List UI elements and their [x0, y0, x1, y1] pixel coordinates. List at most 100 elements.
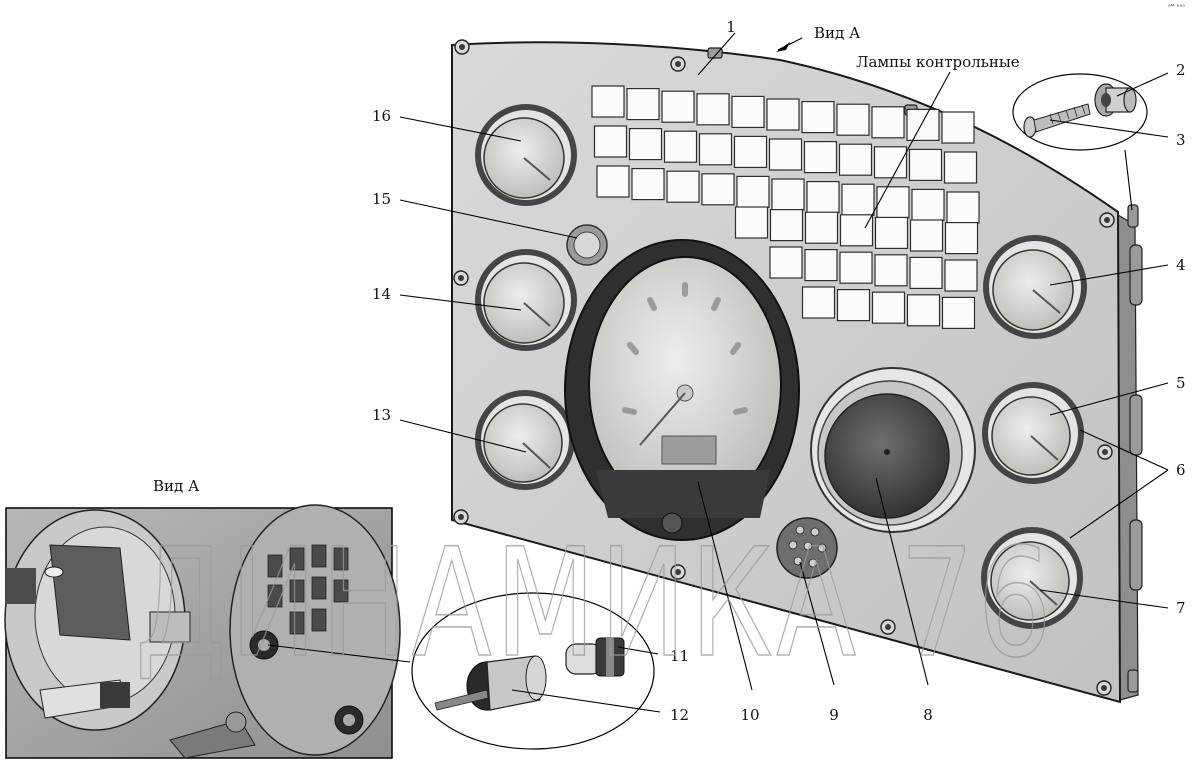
warning-lamp — [908, 148, 943, 181]
watermark: ДИНАМИКА 76 — [135, 517, 1055, 691]
speedometer-10 — [564, 239, 800, 541]
warning-lamp — [911, 188, 945, 221]
tachometer-8 — [810, 367, 976, 533]
warning-lamp — [626, 87, 660, 121]
warning-lamp — [909, 219, 944, 252]
corner-mark: ᵃᴹ ᵃᵃᵃ — [1168, 3, 1185, 11]
warning-lamp — [661, 90, 695, 123]
screw-3 — [1023, 103, 1091, 138]
gauge-13 — [475, 390, 575, 490]
callout-11: 11 — [670, 647, 689, 665]
warning-lamp — [701, 173, 735, 206]
callout-16: 16 — [372, 107, 391, 125]
warning-lamp — [906, 294, 941, 327]
warning-lamp — [804, 211, 839, 244]
callout-1: 1 — [726, 18, 736, 36]
warning-lamp — [698, 133, 733, 166]
warning-lamp — [769, 246, 803, 279]
callout-5: 5 — [1176, 374, 1186, 392]
warning-lamp — [909, 256, 943, 289]
warning-lamp — [874, 216, 909, 249]
warning-lamp — [731, 95, 765, 129]
gauge-7 — [981, 527, 1083, 629]
panel-screw — [453, 509, 469, 525]
panel-screw — [670, 564, 686, 580]
warning-lamp — [801, 100, 835, 134]
callout-labels: 1 2 3 4 5 6 7 8 9 10 11 12 13 14 15 16 В… — [153, 3, 1186, 724]
warning-lamp — [663, 130, 698, 163]
warning-lamp — [734, 206, 769, 239]
gauge-5 — [982, 382, 1084, 484]
callout-4: 4 — [1176, 256, 1186, 274]
panel-screw — [453, 270, 469, 286]
warning-lamp — [803, 141, 838, 174]
warning-lamp — [941, 296, 976, 329]
callout-10: 10 — [740, 706, 759, 724]
warning-lamp — [806, 181, 840, 214]
leader-lines — [267, 32, 1169, 713]
warning-lamp — [801, 286, 836, 319]
callout-7: 7 — [1176, 599, 1186, 617]
warning-lamp — [596, 165, 630, 198]
bushing-2 — [1094, 83, 1137, 117]
warning-lamp — [839, 214, 874, 247]
view-a-label: Вид А — [814, 24, 861, 42]
panel-screw — [880, 619, 896, 635]
warning-lamp — [836, 103, 870, 136]
warning-lamp — [593, 125, 628, 158]
warning-lamp — [733, 135, 768, 168]
warning-lamp — [839, 251, 873, 284]
warning-lamp — [944, 259, 978, 292]
inset-view-a-label: Вид А — [153, 477, 200, 495]
warning-lamp — [871, 106, 905, 139]
panel-screw — [454, 39, 470, 55]
warning-lamp — [736, 175, 770, 208]
warning-lamp — [941, 111, 975, 144]
warning-lamp — [836, 289, 871, 322]
warning-lamp — [944, 222, 979, 255]
panel-screw — [670, 56, 686, 72]
callout-9: 9 — [829, 706, 839, 724]
callout-6: 6 — [1176, 461, 1186, 479]
warning-lamp — [804, 249, 838, 282]
warning-lamp — [838, 143, 873, 176]
warning-lamp — [871, 291, 906, 324]
lamp-11 — [565, 637, 625, 677]
warning-lamp — [766, 98, 800, 131]
callout-2: 2 — [1176, 61, 1186, 79]
warning-lamp — [769, 209, 804, 242]
callout-13: 13 — [372, 406, 391, 424]
warning-lamp — [943, 151, 978, 184]
gauge-16 — [475, 104, 577, 206]
warning-lamp — [874, 254, 908, 287]
panel-screw — [1099, 212, 1115, 228]
warning-lamp — [876, 186, 910, 219]
detail-lamp-socket — [411, 592, 655, 750]
buzzer-9 — [776, 517, 838, 579]
warning-lamp — [628, 128, 663, 161]
callout-3: 3 — [1176, 131, 1186, 149]
callout-8: 8 — [923, 706, 933, 724]
warning-lamp — [946, 191, 980, 224]
warning-lamp — [873, 146, 908, 179]
indicator-15 — [566, 224, 608, 266]
warning-lamp — [771, 178, 805, 211]
warning-lamp — [631, 168, 665, 201]
callout-14: 14 — [372, 285, 391, 303]
panel-screw — [1096, 680, 1112, 696]
panel-screw — [1097, 444, 1113, 460]
callout-15: 15 — [372, 190, 391, 208]
gauge-4 — [983, 235, 1087, 339]
warning-lamp — [906, 108, 940, 142]
inset-view-a — [4, 504, 401, 759]
warning-lamp — [696, 93, 730, 126]
detail-screw-bushing — [1012, 73, 1148, 151]
callout-12: 12 — [670, 706, 689, 724]
warning-lamp — [591, 85, 625, 118]
warning-lamp-grid — [591, 85, 980, 329]
warning-lamp — [768, 138, 803, 171]
socket-12 — [434, 655, 547, 711]
warning-lamp — [666, 170, 700, 203]
gauge-14 — [475, 249, 577, 351]
